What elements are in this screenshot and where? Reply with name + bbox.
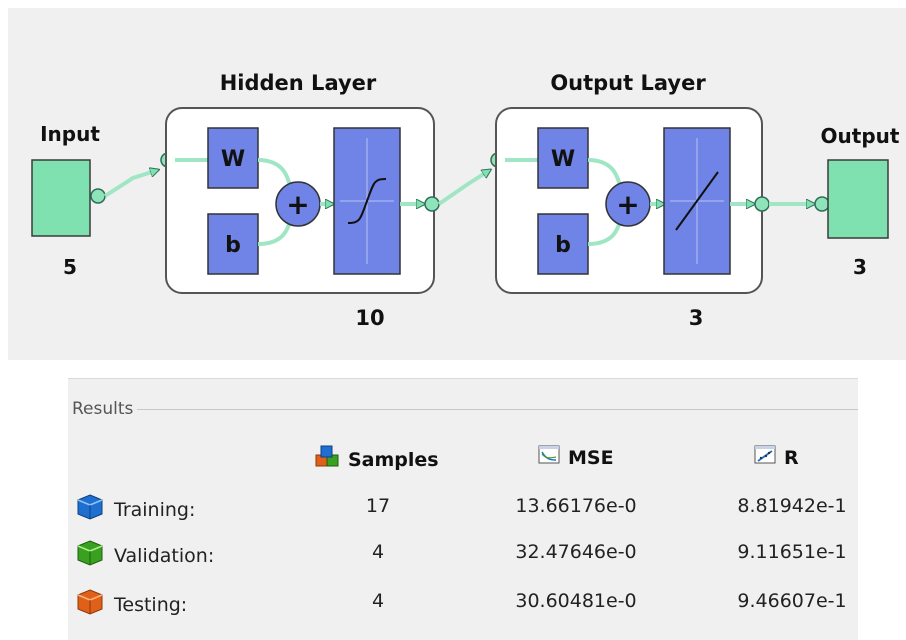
input-size: 5 [63, 255, 77, 279]
output-layer-port [754, 196, 770, 212]
validation-row-label: Validation: [76, 539, 214, 572]
hidden-output-connector [437, 168, 490, 206]
purelin-icon [675, 171, 719, 231]
hidden-output-port [424, 196, 440, 212]
hidden-bias-label: b [225, 233, 241, 258]
validation-samples: 4 [371, 541, 385, 563]
validation-cube-icon [76, 539, 104, 572]
testing-samples: 4 [371, 590, 385, 612]
training-samples: 17 [365, 495, 391, 517]
validation-mse: 32.47646e-0 [515, 541, 637, 563]
training-mse: 13.66176e-0 [515, 495, 637, 517]
r-header-label: R [784, 446, 799, 469]
samples-header-label: Samples [348, 448, 439, 471]
samples-header: Samples [314, 445, 439, 474]
network-diagram: Input 5 Hidden Layer 10 Output Layer 3 O… [8, 8, 906, 360]
output-node [827, 159, 889, 239]
hidden-weight-label: W [221, 147, 245, 172]
training-r: 8.81942e-1 [737, 495, 847, 517]
validation-r: 9.11651e-1 [737, 541, 847, 563]
output-sum-symbol: + [616, 188, 639, 221]
network-diagram-svg: Input 5 Hidden Layer 10 Output Layer 3 O… [31, 71, 900, 330]
results-panel: Results Samples MSE [68, 378, 858, 640]
r-header: R [754, 445, 799, 470]
validation-label: Validation: [114, 544, 215, 567]
mse-header-label: MSE [568, 446, 614, 469]
input-port [90, 188, 106, 204]
training-row-label: Training: [76, 493, 195, 526]
output-weight-block [537, 127, 589, 189]
testing-label: Testing: [114, 593, 188, 616]
hidden-bias-block [207, 213, 259, 275]
input-label: Input [40, 122, 100, 146]
performance-plot-icon [538, 445, 560, 470]
testing-cube-icon [76, 588, 104, 621]
hidden-sum-symbol: + [286, 188, 309, 221]
results-title: Results [72, 399, 138, 419]
hidden-weight-block [207, 127, 259, 189]
input-node [31, 159, 91, 237]
mse-header: MSE [538, 445, 614, 470]
output-count: 3 [853, 255, 867, 279]
output-layer-size: 3 [689, 306, 704, 330]
input-connector [103, 170, 158, 198]
output-label: Output [821, 124, 900, 148]
testing-row-label: Testing: [76, 588, 187, 621]
training-cube-icon [76, 493, 104, 526]
output-bias-label: b [555, 233, 571, 258]
output-node-port [814, 196, 830, 212]
tansig-icon [347, 178, 387, 224]
regression-plot-icon [754, 445, 776, 470]
results-divider [72, 409, 858, 410]
output-layer-title: Output Layer [550, 71, 706, 95]
testing-r: 9.46607e-1 [737, 590, 847, 612]
hidden-layer-title: Hidden Layer [220, 71, 377, 95]
samples-icon [314, 445, 340, 474]
output-weight-label: W [551, 147, 575, 172]
hidden-layer-size: 10 [355, 306, 384, 330]
training-label: Training: [114, 498, 196, 521]
testing-mse: 30.60481e-0 [515, 590, 637, 612]
